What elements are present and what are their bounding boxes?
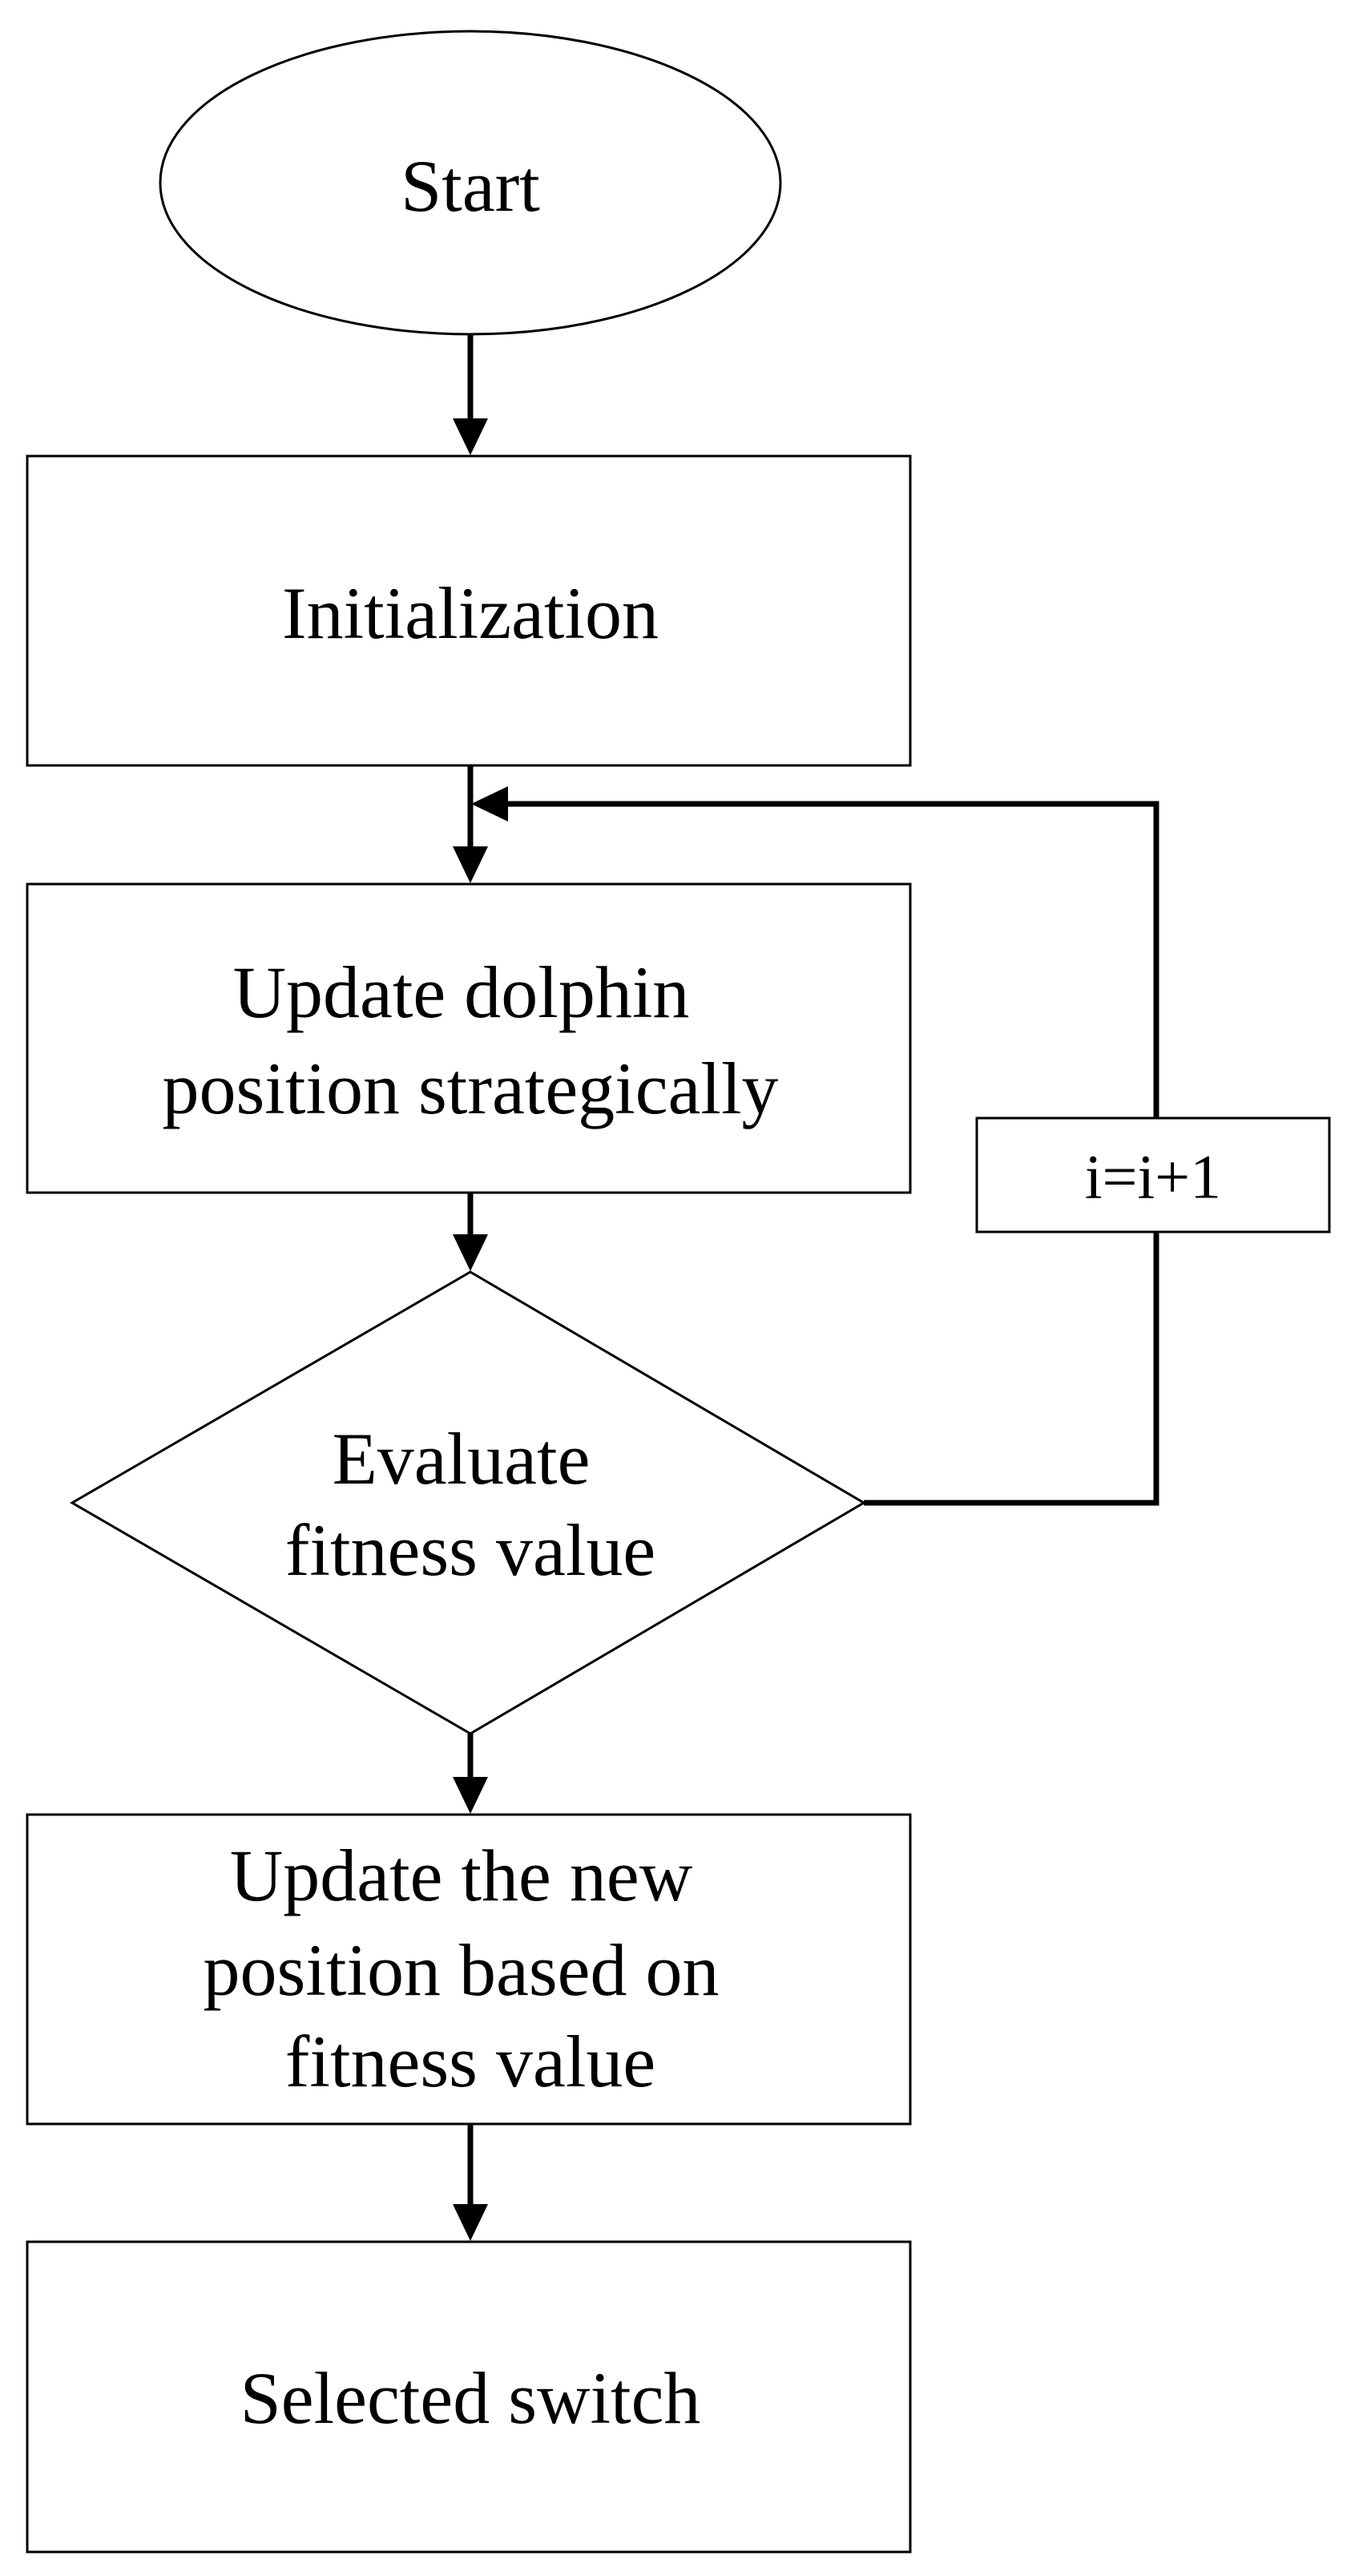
update-position-box xyxy=(26,882,912,1194)
evaluate-line-2: fitness value xyxy=(285,1509,655,1591)
arrowhead-start-to-init xyxy=(453,418,488,455)
initialization-node: Initialization xyxy=(26,454,912,767)
update-new-position-label: Update the new position based on fitness… xyxy=(204,1835,738,2102)
update-position-line-2: position strategically xyxy=(162,1048,778,1129)
evaluate-node: Evaluate fitness value xyxy=(70,1270,866,1735)
arrowhead-init-to-update xyxy=(453,846,488,883)
update-new-position-line-1: Update the new xyxy=(230,1835,693,1916)
loop-counter-label: i=i+1 xyxy=(1085,1142,1221,1212)
selected-switch-box xyxy=(26,2240,912,2554)
evaluate-diamond xyxy=(70,1270,866,1735)
start-node: Start xyxy=(159,30,782,336)
selected-switch-label: Selected switch xyxy=(240,2357,701,2439)
loop-line-upper xyxy=(502,801,1159,1118)
start-label: Start xyxy=(401,145,540,227)
arrowhead-update-to-evaluate xyxy=(453,1234,488,1271)
evaluate-label: Evaluate fitness value xyxy=(285,1418,655,1591)
arrowhead-update-new-to-selected xyxy=(453,2204,488,2241)
update-new-position-line-2: position based on xyxy=(204,1929,720,2011)
arrowhead-evaluate-to-update-new xyxy=(453,1777,488,1814)
update-new-position-node: Update the new position based on fitness… xyxy=(26,1813,912,2126)
loop-counter-node: i=i+1 xyxy=(975,1116,1331,1233)
loop-counter-box xyxy=(975,1116,1331,1233)
arrowhead-loop-return xyxy=(471,786,508,822)
update-position-node: Update dolphin position strategically xyxy=(26,882,912,1194)
update-position-line-1: Update dolphin xyxy=(233,951,690,1033)
initialization-label: Initialization xyxy=(282,572,659,654)
initialization-box xyxy=(26,454,912,767)
update-new-position-box xyxy=(26,1813,912,2126)
selected-switch-node: Selected switch xyxy=(26,2240,912,2554)
update-position-label: Update dolphin position strategically xyxy=(162,951,778,1129)
update-new-position-line-3: fitness value xyxy=(285,2021,655,2102)
loop-line-lower xyxy=(864,1232,1159,1506)
evaluate-line-1: Evaluate xyxy=(333,1418,591,1500)
